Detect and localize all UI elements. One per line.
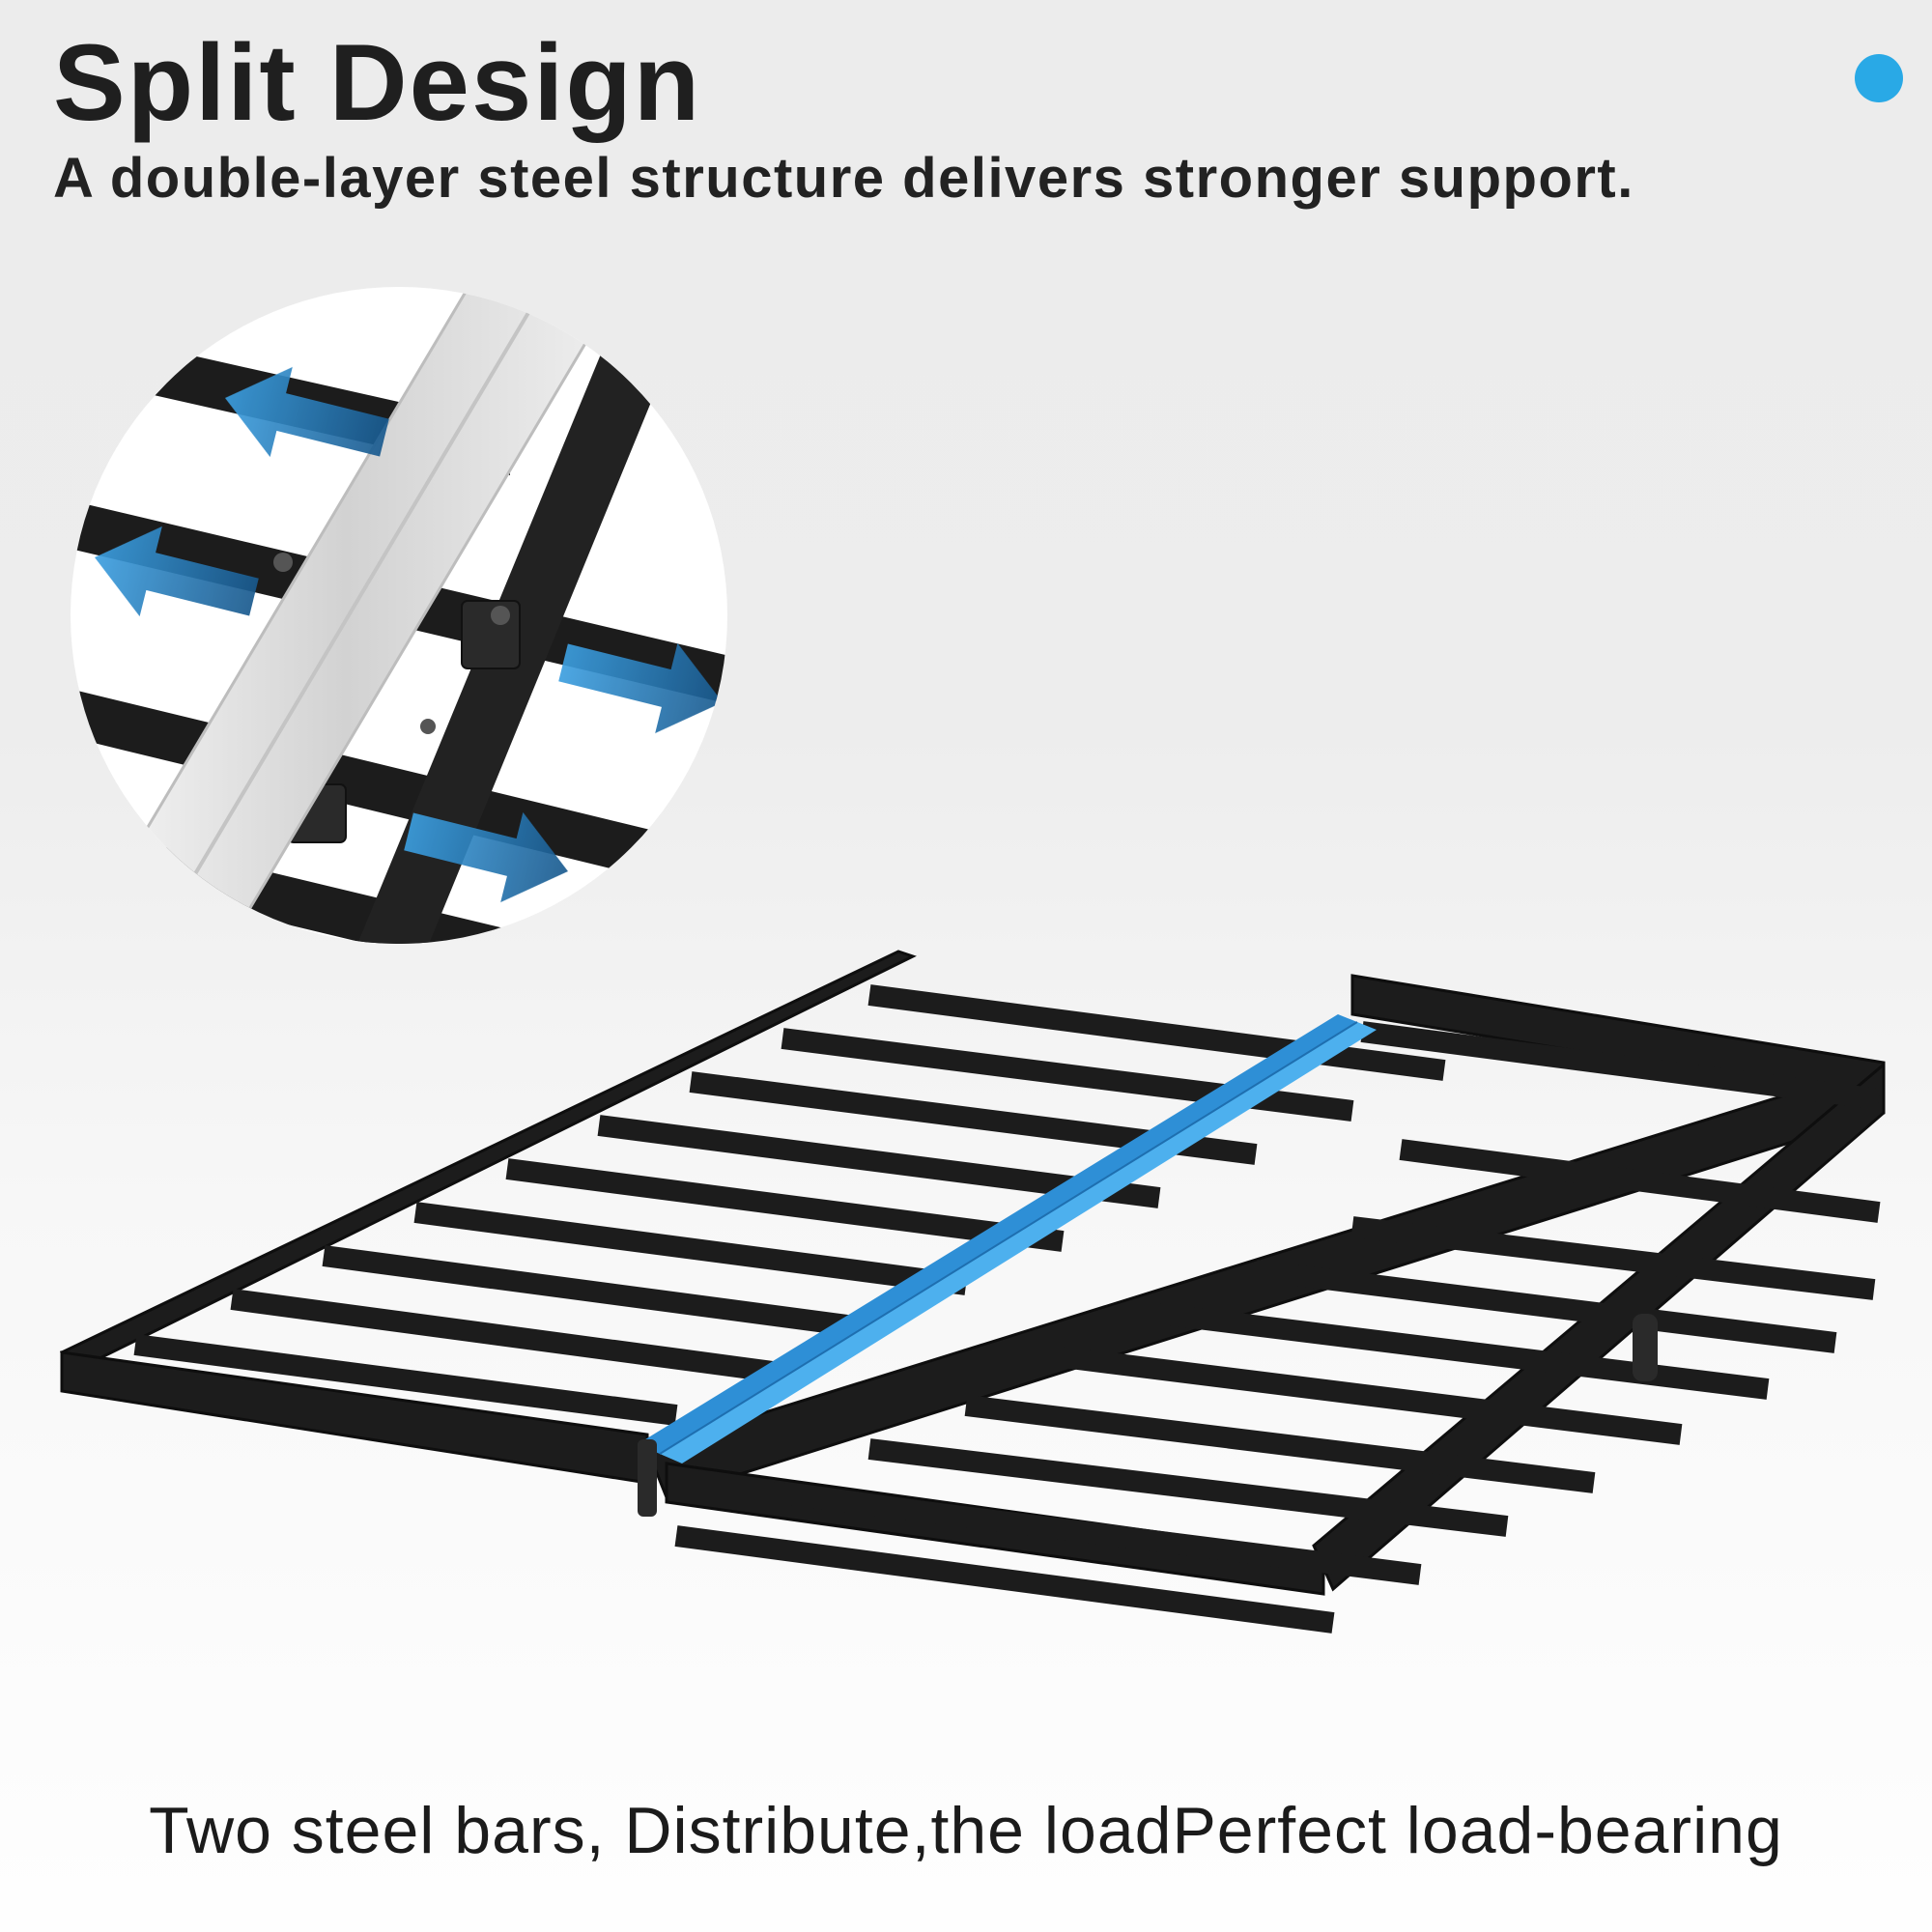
detail-zoom-circle — [71, 287, 727, 944]
page-title: Split Design — [53, 22, 702, 143]
frame-slats — [133, 984, 1881, 1634]
detail-steel-slats — [71, 287, 727, 944]
caption-text: Two steel bars, Distribute,the loadPerfe… — [149, 1794, 1783, 1867]
center-steel-bars — [638, 1014, 1377, 1463]
bed-frame-illustration — [59, 950, 1886, 1634]
page-subtitle: A double-layer steel structure delivers … — [53, 147, 1634, 210]
frame-joint — [638, 1314, 1658, 1517]
accent-dot-icon — [1855, 54, 1903, 102]
